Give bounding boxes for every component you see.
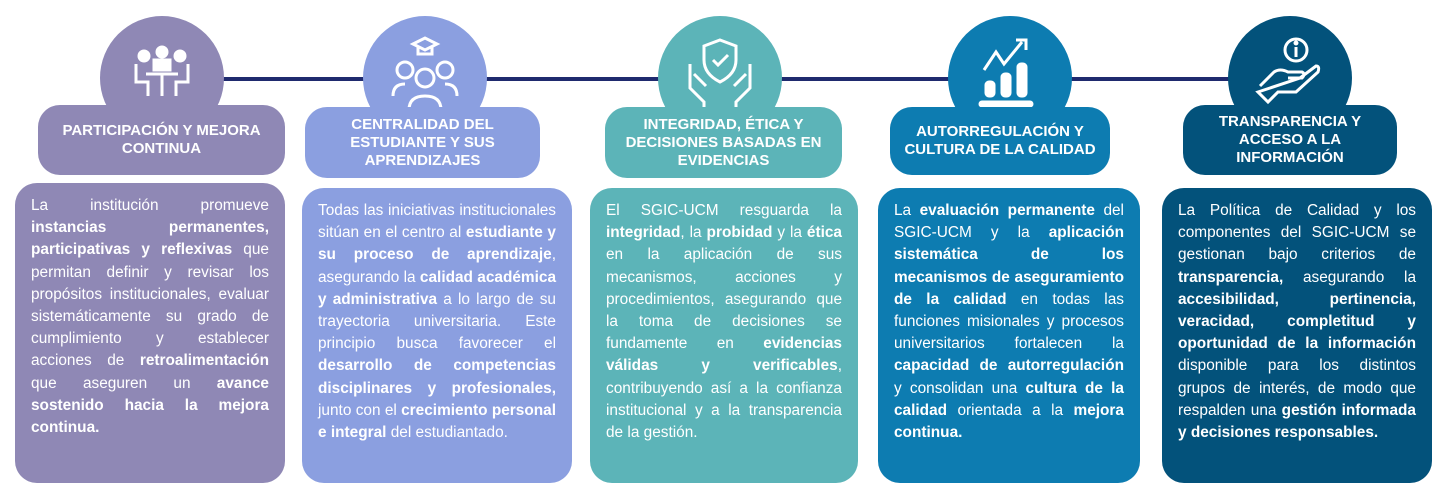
bold-text: mejora continua. [894, 401, 1124, 442]
bold-text: evidencias válidas y verificables [606, 335, 842, 375]
bold-text: estudiante y su proceso de aprendizaje [318, 224, 556, 264]
text: que permitan definir y revisar los propó… [31, 241, 269, 370]
bold-text: accesibilidad, pertinencia, veracidad, c… [1178, 290, 1416, 353]
bold-text: probidad [706, 224, 773, 242]
students-icon [391, 36, 459, 112]
bold-text: aplicación sistemática de los mecanismos… [894, 224, 1124, 308]
text: La institución promueve [31, 197, 269, 214]
bold-text: gestión informada y decisiones responsab… [1178, 401, 1416, 442]
text: Todas las iniciativas institucionales si… [318, 202, 556, 242]
principle-title: CENTRALIDAD DEL ESTUDIANTE Y SUS APRENDI… [305, 107, 540, 178]
growth-chart-icon [978, 38, 1034, 108]
text: disponible para los distintos grupos de … [1178, 357, 1416, 419]
text: , contribuyendo así a la confianza insti… [606, 357, 842, 442]
bold-text: avance sostenido hacia la mejora continu… [31, 374, 269, 437]
text: del SGIC-UCM y la [894, 202, 1124, 242]
text: asegurando la [1283, 268, 1416, 286]
principle-title: AUTORREGULACIÓN Y CULTURA DE LA CALIDAD [890, 107, 1110, 175]
text: orientada a la [947, 401, 1074, 419]
principle-description: El SGIC-UCM resguarda la integridad, la … [590, 188, 858, 483]
principle-title: INTEGRIDAD, ÉTICA Y DECISIONES BASADAS E… [605, 107, 842, 178]
principle-title: TRANSPARENCIA Y ACCESO A LA INFORMACIÓN [1183, 105, 1397, 175]
principle-description: Todas las iniciativas institucionales si… [302, 188, 572, 483]
principle-description: La institución promueve instancias perma… [15, 183, 285, 483]
text: a lo largo de su trayectoria universitar… [318, 290, 556, 353]
text: El SGIC-UCM resguarda la [606, 202, 842, 219]
bold-text: cultura de la calidad [894, 379, 1124, 419]
bold-text: crecimiento personal e integral [318, 401, 556, 442]
text: en todas las funciones misionales y proc… [894, 290, 1124, 353]
bold-text: retroalimentación [139, 352, 269, 370]
text: del estudiantado. [386, 424, 508, 442]
text: que aseguren un [31, 374, 217, 392]
principle-title: PARTICIPACIÓN Y MEJORA CONTINUA [38, 105, 285, 175]
text: y la [772, 224, 807, 242]
text: La [894, 202, 920, 219]
bold-text: desarrollo de competencias disciplinares… [318, 357, 556, 397]
meeting-icon [134, 45, 190, 96]
bold-text: transparencia, [1178, 268, 1284, 286]
text: , la [680, 224, 707, 242]
text: La Política de Calidad y los componentes… [1178, 202, 1416, 264]
text: y consolidan una [894, 379, 1026, 397]
bold-text: calidad académica y administrativa [318, 268, 556, 308]
bold-text: ética [806, 224, 842, 242]
info-hand-icon [1255, 37, 1321, 105]
text: junto con el [318, 401, 402, 419]
shield-hands-icon [688, 38, 752, 110]
bold-text: evaluación permanente [919, 202, 1095, 219]
principle-description: La evaluación permanente del SGIC-UCM y … [878, 188, 1140, 483]
bold-text: integridad [606, 224, 681, 242]
text: en la aplicación de sus mecanismos, acci… [606, 246, 842, 353]
principle-description: La Política de Calidad y los componentes… [1162, 188, 1432, 483]
text: , asegurando la [318, 246, 556, 286]
bold-text: instancias permanentes, participativas y… [31, 219, 269, 259]
bold-text: capacidad de autorregulación [894, 357, 1124, 375]
